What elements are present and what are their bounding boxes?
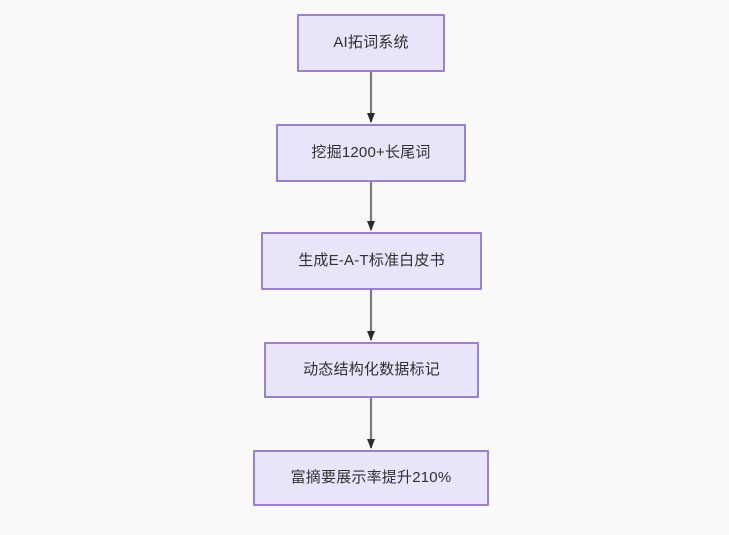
node-label: 生成E-A-T标准白皮书 (298, 252, 445, 269)
node-label: 挖掘1200+长尾词 (311, 144, 431, 161)
flowchart-node-eat-whitepaper[interactable]: 生成E-A-T标准白皮书 (261, 232, 482, 290)
flowchart-node-longtail-keywords[interactable]: 挖掘1200+长尾词 (276, 124, 466, 182)
flowchart-node-rich-snippet-result[interactable]: 富摘要展示率提升210% (253, 450, 489, 506)
node-label: 富摘要展示率提升210% (290, 469, 452, 486)
flowchart-node-ai-keyword-system[interactable]: AI拓词系统 (297, 14, 445, 72)
flowchart-node-structured-data-markup[interactable]: 动态结构化数据标记 (264, 342, 479, 398)
node-label: 动态结构化数据标记 (303, 361, 440, 378)
node-label: AI拓词系统 (333, 34, 409, 51)
